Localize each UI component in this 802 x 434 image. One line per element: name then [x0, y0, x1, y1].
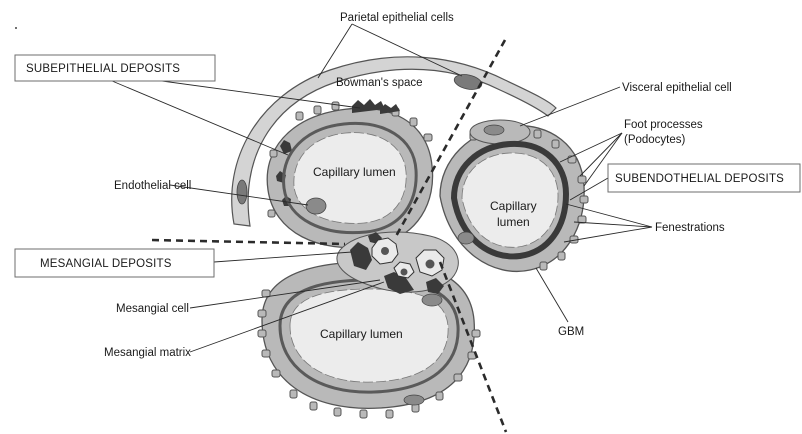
- endothelial-nucleus-right: [458, 232, 474, 244]
- capillary-lumen-right-label-2: lumen: [497, 215, 530, 229]
- subendothelial-deposits-box: SUBENDOTHELIAL DEPOSITS: [608, 164, 800, 192]
- visceral-epithelial-cell-label: Visceral epithelial cell: [622, 82, 732, 94]
- mesangial-cell-label: Mesangial cell: [116, 303, 189, 315]
- mesangial-matrix-label: Mesangial matrix: [104, 347, 191, 359]
- podocytes-label: (Podocytes): [624, 134, 686, 146]
- subepithelial-deposits-box: SUBEPITHELIAL DEPOSITS: [15, 55, 215, 81]
- gbm-label: GBM: [558, 326, 584, 338]
- capillary-loop-right: [440, 120, 588, 271]
- endothelial-cell-label: Endothelial cell: [114, 180, 191, 192]
- capillary-lumen-right-label-1: Capillary: [490, 199, 537, 213]
- parietal-cell-nucleus-left: [237, 180, 247, 204]
- visceral-cell-nucleus: [484, 125, 504, 135]
- mesangial-deposits-box: MESANGIAL DEPOSITS: [15, 249, 214, 277]
- speck: [15, 27, 17, 29]
- bowmans-space-label: Bowman's space: [336, 77, 423, 89]
- capillary-lumen-bottom-label: Capillary lumen: [320, 327, 403, 341]
- parietal-epithelial-cells-label: Parietal epithelial cells: [340, 12, 454, 24]
- fenestrations-label: Fenestrations: [655, 222, 725, 234]
- podocyte-nucleus-bottom: [404, 395, 424, 405]
- capillary-lumen-left-label: Capillary lumen: [313, 165, 396, 179]
- mesangial-deposits-label: MESANGIAL DEPOSITS: [40, 258, 172, 270]
- endothelial-cell-nucleus: [306, 198, 326, 214]
- subepithelial-deposits-label: SUBEPITHELIAL DEPOSITS: [26, 63, 180, 75]
- subendothelial-deposits-label: SUBENDOTHELIAL DEPOSITS: [615, 173, 784, 185]
- endothelial-nucleus-bottom: [422, 294, 442, 306]
- foot-processes-label: Foot processes: [624, 119, 703, 131]
